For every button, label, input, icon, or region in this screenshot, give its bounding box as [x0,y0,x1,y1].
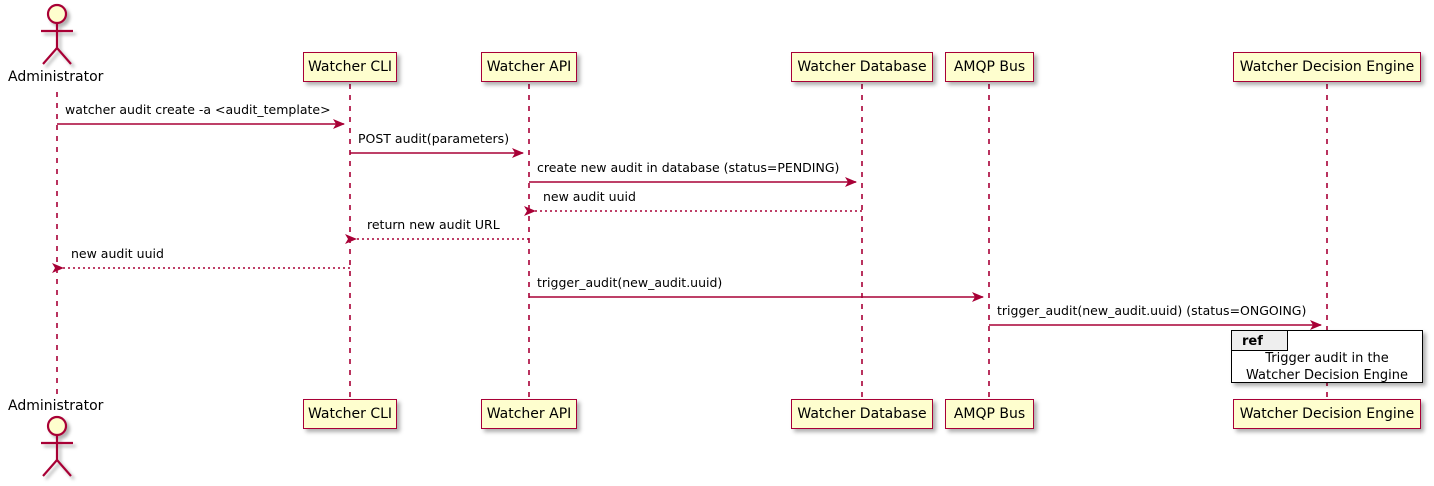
message-label-4: return new audit URL [367,217,500,232]
participant-box-watcher-api-bottom[interactable]: Watcher API [481,399,577,429]
participant-label-watcher-api-bottom: Watcher API [486,406,572,422]
participant-label-watcher-api-top: Watcher API [486,59,572,75]
participant-label-watcher-cli-bottom: Watcher CLI [307,406,393,422]
participant-label-watcher-decision-engine-bottom: Watcher Decision Engine [1239,406,1415,422]
ref-fragment-tab [1232,331,1288,351]
participant-box-amqp-bus-top[interactable]: AMQP Bus [945,52,1034,82]
participant-label-amqp-bus-bottom: AMQP Bus [953,406,1026,422]
participant-label-watcher-database-top: Watcher Database [797,59,927,75]
participant-box-watcher-api-top[interactable]: Watcher API [481,52,577,82]
participant-box-watcher-database-top[interactable]: Watcher Database [791,52,933,82]
message-label-2: create new audit in database (status=PEN… [537,160,840,175]
participant-label-watcher-database-bottom: Watcher Database [797,406,927,422]
message-label-0: watcher audit create -a <audit_template> [65,102,331,117]
ref-fragment-line-2: Watcher Decision Engine [1246,368,1408,383]
actor-administrator-top [41,3,73,65]
message-label-1: POST audit(parameters) [358,131,510,146]
participant-box-watcher-decision-engine-top[interactable]: Watcher Decision Engine [1233,52,1421,82]
actor-label-administrator-top: Administrator [8,69,104,85]
participant-box-watcher-database-bottom[interactable]: Watcher Database [791,399,933,429]
actor-label-administrator-bottom: Administrator [8,398,104,414]
message-label-7: trigger_audit(new_audit.uuid) (status=ON… [997,303,1307,318]
participant-box-amqp-bus-bottom[interactable]: AMQP Bus [945,399,1034,429]
participant-label-amqp-bus-top: AMQP Bus [953,59,1026,75]
message-label-3: new audit uuid [543,189,636,204]
actor-administrator-bottom [41,415,73,477]
message-label-6: trigger_audit(new_audit.uuid) [537,275,723,290]
ref-fragment[interactable] [1231,330,1423,383]
ref-fragment-line-1: Trigger audit in the [1265,351,1389,366]
participant-label-watcher-cli-top: Watcher CLI [307,59,393,75]
participant-label-watcher-decision-engine-top: Watcher Decision Engine [1239,59,1415,75]
lifelines [56,84,1328,398]
participant-box-watcher-cli-top[interactable]: Watcher CLI [303,52,397,82]
participant-box-watcher-cli-bottom[interactable]: Watcher CLI [303,399,397,429]
message-label-5: new audit uuid [71,246,164,261]
ref-fragment-keyword: ref [1242,334,1263,349]
participant-box-watcher-decision-engine-bottom[interactable]: Watcher Decision Engine [1233,399,1421,429]
ref-fragment-body: Trigger audit in the Watcher Decision En… [1237,350,1417,384]
